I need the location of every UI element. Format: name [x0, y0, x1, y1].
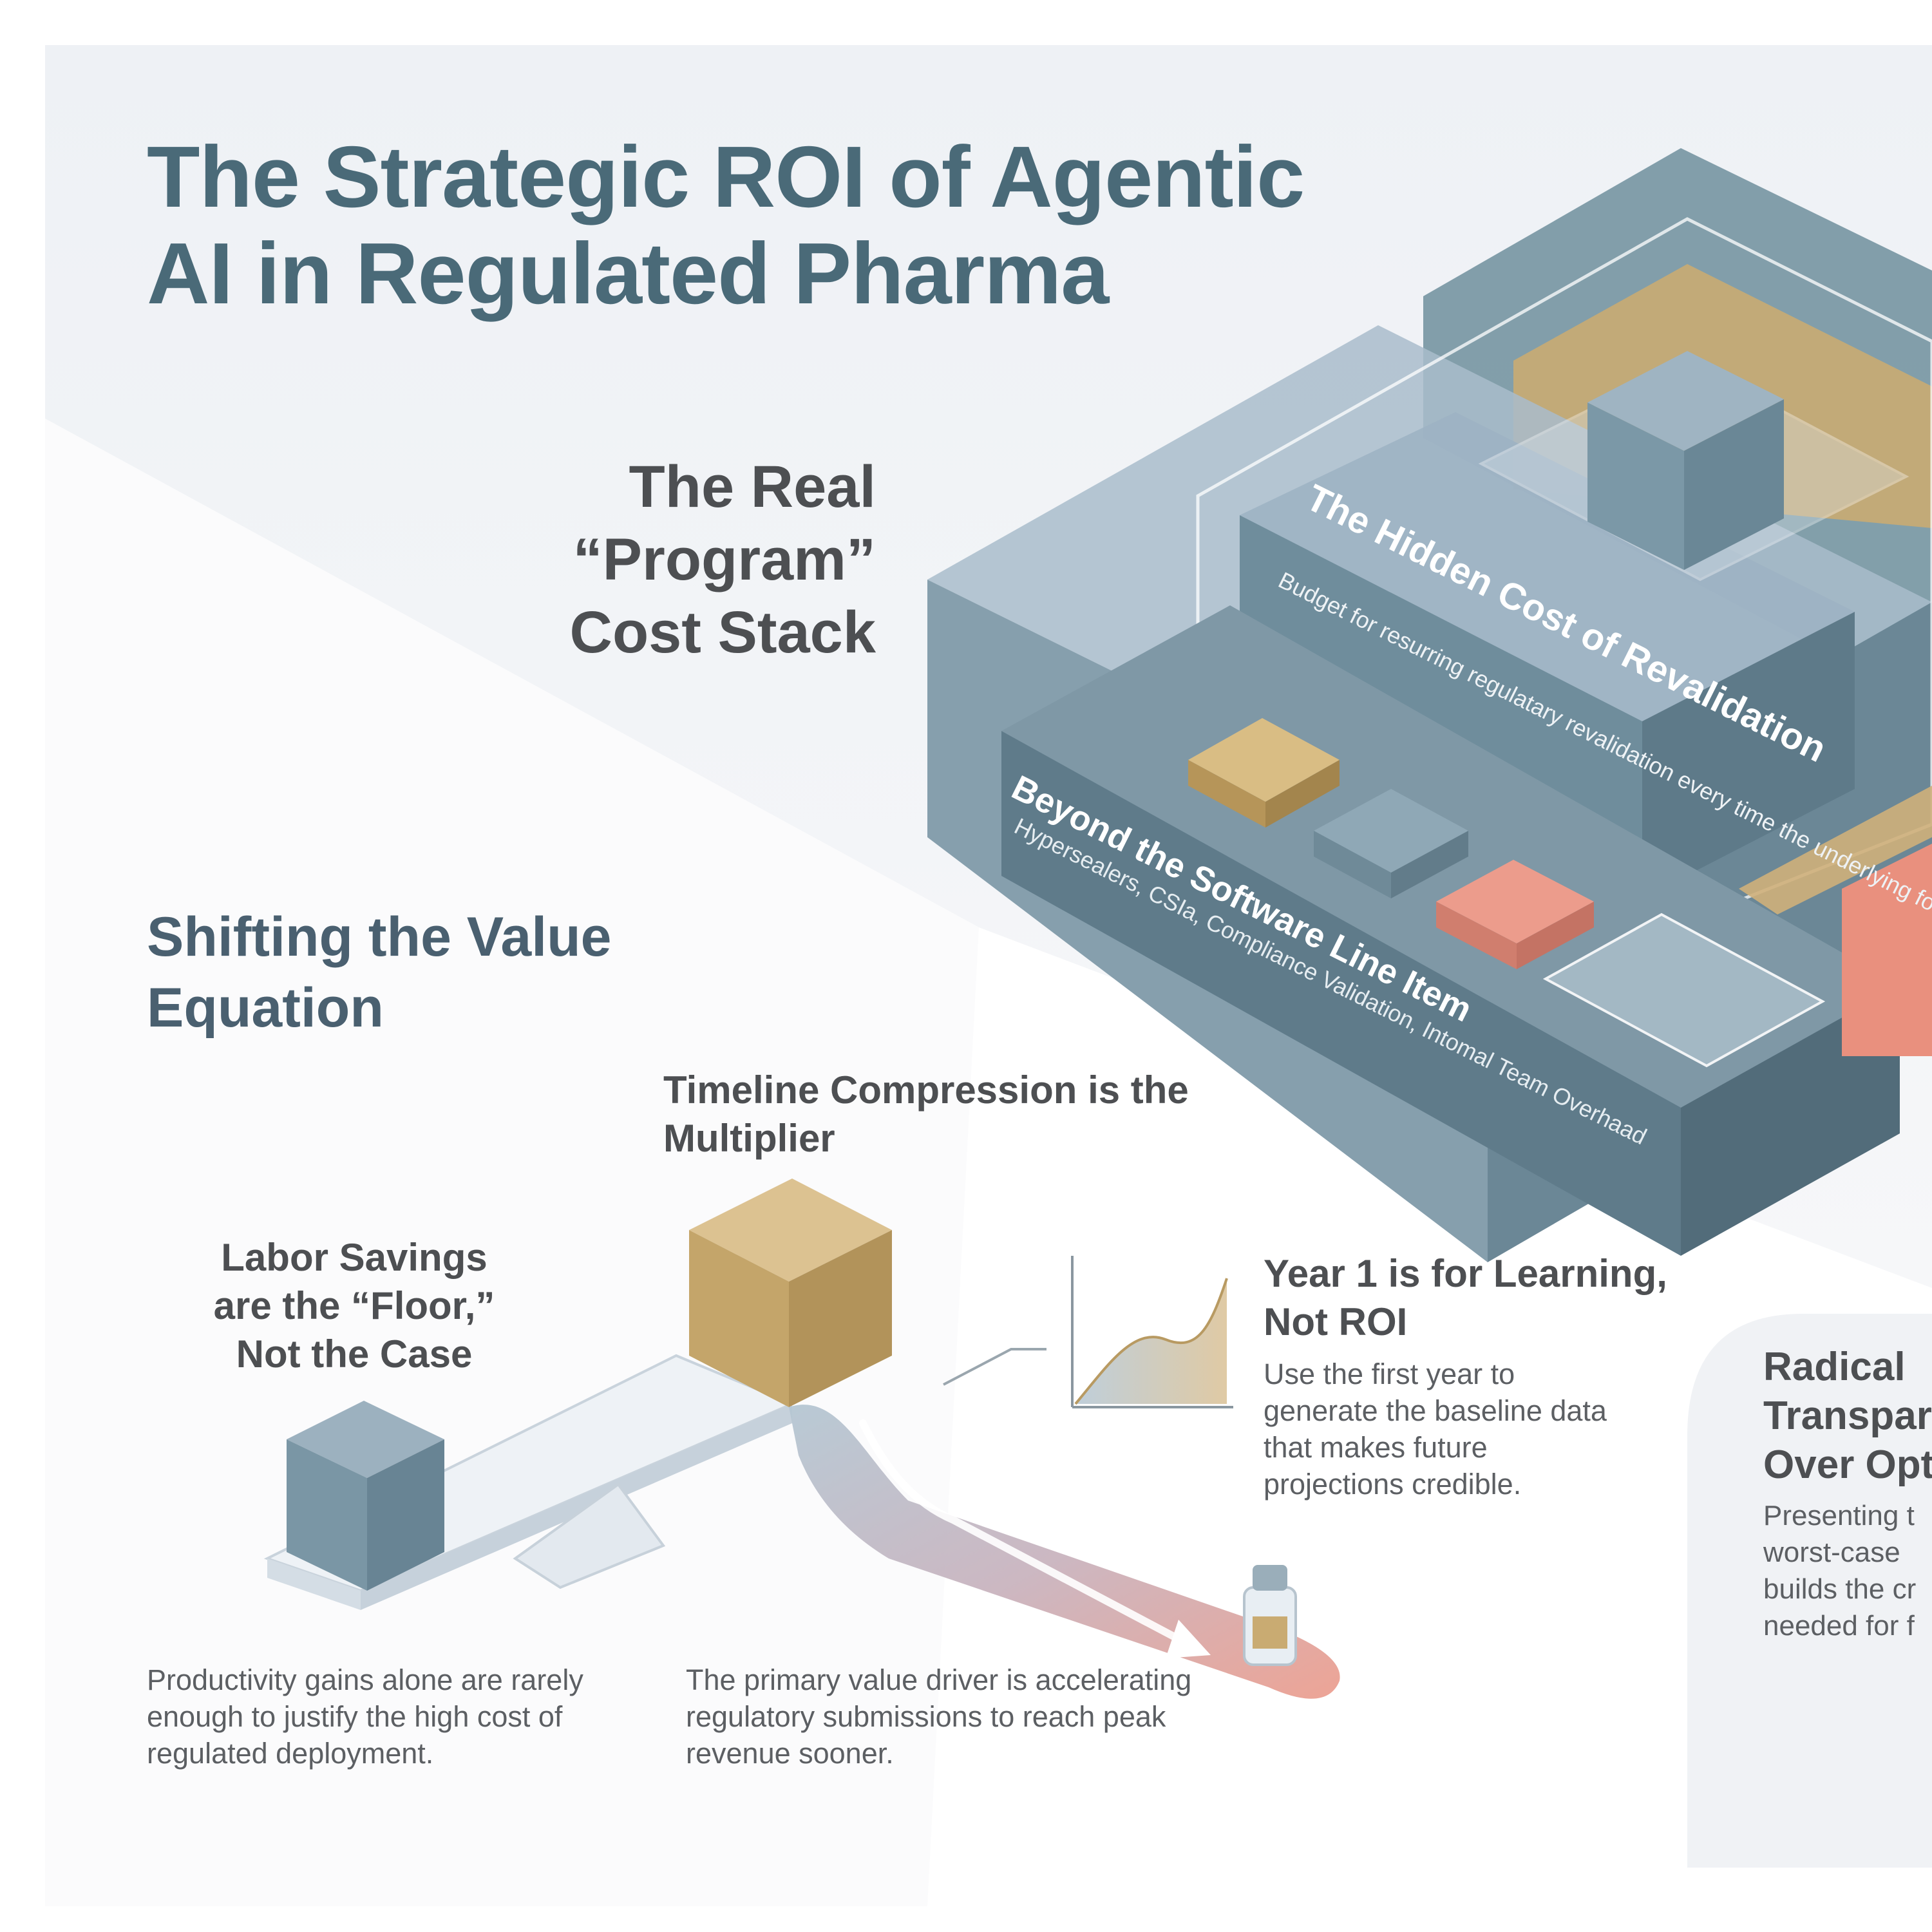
right-side-panel	[1687, 1314, 1932, 1868]
learning-curve-area	[1075, 1278, 1227, 1404]
labor-savings-description: Productivity gains alone are rarely enou…	[147, 1663, 583, 1770]
top-cube-top	[1587, 351, 1784, 451]
background-lower-band	[45, 419, 979, 1906]
glass-tile	[1542, 913, 1826, 1068]
radical-transparency-description: Presenting t worst-case builds the cr ne…	[1763, 1497, 1932, 1644]
coral-edge-block	[1842, 844, 1932, 1056]
radical-desc-line: Presenting t	[1763, 1500, 1915, 1531]
slate-tile	[1314, 789, 1468, 898]
top-cube-left	[1587, 402, 1684, 570]
primary-driver-description: The primary value driver is accelerating…	[686, 1663, 1192, 1770]
gold-tile	[1188, 718, 1340, 828]
labor-savings-title: Labor Savings are the “Floor,” Not the C…	[213, 1236, 495, 1376]
upper-tier-top	[1240, 412, 1855, 721]
learning-curve-line	[1074, 1278, 1228, 1405]
radical-transparency-title: Radical Transpar Over Opt	[1763, 1343, 1932, 1490]
lower-platform-front	[1001, 731, 1681, 1256]
learning-curve-chart	[1071, 1256, 1233, 1408]
main-title: The Strategic ROI of Agentic AI in Regul…	[147, 128, 1305, 322]
radical-desc-line: builds the cr	[1763, 1573, 1917, 1605]
year-one-description: Use the first year to generate the basel…	[1264, 1358, 1607, 1501]
gold-edge-block	[1739, 786, 1932, 914]
seesaw-plank-front	[361, 1404, 792, 1610]
labor-cube	[287, 1401, 444, 1591]
timeline-compression-title: Timeline Compression is the Multiplier	[663, 1068, 1189, 1160]
chart-connector	[943, 1348, 1046, 1386]
cost-stack-block	[927, 148, 1932, 1262]
radical-desc-line: worst-case	[1763, 1537, 1900, 1568]
seesaw-plank-side	[267, 1558, 361, 1610]
radical-title-line: Radical	[1763, 1345, 1906, 1389]
pipe-arrow-line	[859, 1419, 1182, 1643]
timeline-cube	[689, 1179, 892, 1407]
radical-title-line: Transpar	[1763, 1394, 1932, 1438]
cost-stack-title: The Real “Program” Cost Stack	[569, 454, 876, 665]
top-cube-right	[1684, 399, 1784, 570]
vial-icon	[1243, 1565, 1297, 1666]
upper-tier-side	[1642, 612, 1855, 898]
coral-tile	[1436, 860, 1594, 969]
radical-title-line: Over Opt	[1763, 1443, 1932, 1487]
value-equation-illustration	[263, 1179, 1340, 1699]
pipe-arrow-head	[1166, 1620, 1211, 1658]
fulcrum	[513, 1482, 666, 1589]
value-equation-title: Shifting the Value Equation	[147, 906, 612, 1039]
submission-pipe	[789, 1405, 1340, 1699]
radical-desc-line: needed for f	[1763, 1610, 1915, 1642]
year-one-title: Year 1 is for Learning, Not ROI	[1264, 1252, 1667, 1343]
